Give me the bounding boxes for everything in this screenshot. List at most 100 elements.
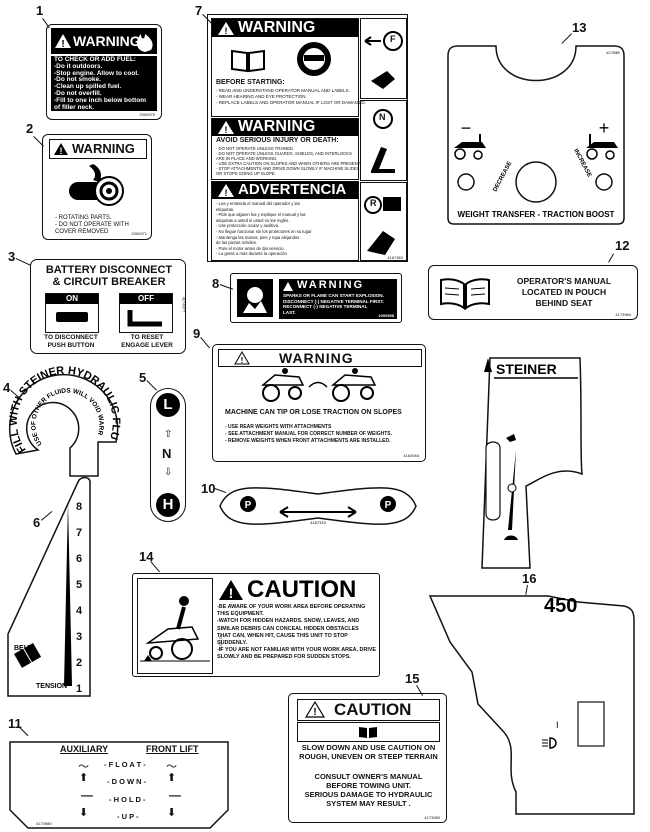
on-label: ON bbox=[46, 294, 98, 304]
text-line: - No llegue funcionar sin los protectore… bbox=[216, 228, 312, 234]
svg-text:!: ! bbox=[61, 39, 64, 50]
pto-left-label: P bbox=[245, 500, 252, 511]
warning-triangle-icon: ! bbox=[55, 34, 71, 50]
double-arrow-icon bbox=[279, 506, 357, 518]
rabbit-icon bbox=[506, 434, 516, 442]
callout-9: 9 bbox=[193, 326, 201, 341]
scale-tick-6: 6 bbox=[76, 553, 82, 565]
warning-triangle-icon: ! bbox=[54, 143, 68, 156]
part-number: 4167363 bbox=[387, 255, 403, 260]
text-line: -WATCH FOR HIDDEN HAZARDS. SNOW, LEAVES,… bbox=[217, 618, 360, 625]
caution-header: ! CAUTION bbox=[215, 576, 375, 603]
switch-window bbox=[577, 701, 605, 747]
towing-text: CONSULT OWNER'S MANUAL BEFORE TOWING UNI… bbox=[289, 772, 448, 808]
warning-header: ! WARNING bbox=[218, 349, 422, 367]
part-number: 2000598 bbox=[378, 313, 394, 318]
float-right-icon: 〜 bbox=[166, 761, 177, 773]
mower-weight-icon-right bbox=[586, 134, 618, 160]
down-right-arrow-icon: ⬆ bbox=[167, 772, 177, 784]
reset-text: TO RESET ENGAGE LEVER bbox=[111, 334, 183, 350]
text-line: -BE AWARE OF YOUR WORK AREA BEFORE OPERA… bbox=[217, 604, 366, 610]
tension-label: TENSION bbox=[36, 683, 67, 690]
caution-hazard-text: -BE AWARE OF YOUR WORK AREA BEFORE OPERA… bbox=[217, 604, 376, 662]
part-number: 2000971 bbox=[131, 231, 147, 236]
text-line: - USE EXTRA CAUTION ON SLOPES AND WHEN O… bbox=[216, 161, 361, 166]
part-number: 4174377 bbox=[181, 296, 187, 313]
neutral-pictogram: N bbox=[360, 100, 407, 181]
text-line: TO RESET bbox=[130, 334, 164, 341]
low-range-badge: L bbox=[156, 393, 180, 417]
forward-pictogram: F bbox=[360, 18, 407, 99]
warning-title: ADVERTENCIA bbox=[238, 181, 347, 198]
text-line: THAT CAN, WHEN HIT, CAUSE THIS UNIT TO S… bbox=[217, 632, 348, 639]
text-line: - Pare el motor antes de dar servicio. bbox=[216, 245, 285, 251]
text-line: - USE REAR WEIGHTS WITH ATTACHMENTS bbox=[225, 424, 332, 430]
text-line: BEHIND SEAT bbox=[535, 298, 593, 308]
warning-triangle-icon: ! bbox=[218, 22, 234, 36]
text-line: OR STOPS GOING UP SLOPE. bbox=[216, 171, 276, 176]
warning-header: ! WARNING bbox=[212, 118, 358, 136]
hold-right-icon: — bbox=[169, 788, 181, 802]
warning-triangle-icon: ! bbox=[304, 700, 326, 718]
reverse-pictogram: R bbox=[360, 182, 407, 261]
scale-tick-1: 1 bbox=[76, 683, 82, 695]
warning-triangle-icon: ! bbox=[234, 351, 250, 365]
callout-1: 1 bbox=[36, 3, 44, 18]
callout-11: 11 bbox=[8, 716, 22, 731]
callout-8: 8 bbox=[212, 276, 220, 291]
scale-tick-5: 5 bbox=[76, 579, 82, 591]
hold-label: - H O L D - bbox=[109, 795, 146, 804]
text-line: etiquetas. bbox=[216, 206, 235, 212]
advertencia-section: ! ADVERTENCIA - Lea y entienda el manual… bbox=[211, 181, 359, 261]
fuel-line: -Do not overfill. bbox=[54, 89, 102, 97]
title-line: BATTERY DISCONNECT bbox=[45, 264, 173, 276]
forward-lever-icon bbox=[364, 31, 403, 89]
advertencia-list: - Lea y entienda el manual del operador … bbox=[216, 201, 312, 257]
mower-weight-icon-left bbox=[454, 134, 486, 160]
decal-manual-location: OPERATOR'S MANUAL LOCATED IN POUCH BEHIN… bbox=[428, 265, 638, 320]
headlight-icon bbox=[542, 737, 557, 749]
scale-tick-3: 3 bbox=[76, 631, 82, 643]
callout-10: 10 bbox=[201, 481, 216, 496]
text-line: - DO NOT OPERATE UNLESS GUARDS, SHIELDS,… bbox=[216, 151, 352, 156]
text-line: - REMOVE WEIGHTS WHEN FRONT ATTACHMENTS … bbox=[225, 438, 391, 444]
decal-safety-warning: ! WARNING BEFORE STARTING: - READ AND UN… bbox=[207, 14, 408, 262]
throttle-slot bbox=[485, 441, 501, 521]
text-line: SPARKS OR FLAME CAN START EXPLOSION. bbox=[283, 293, 384, 298]
warning-title: WARNING bbox=[72, 141, 135, 156]
warning-header: ! ADVERTENCIA bbox=[212, 181, 358, 199]
up-right-arrow-icon: ⬇ bbox=[167, 807, 177, 819]
text-line: - Use protección ocular y auditiva. bbox=[216, 223, 280, 229]
before-starting-heading: BEFORE STARTING: bbox=[216, 79, 285, 86]
brand-logo: STEINER bbox=[496, 361, 557, 377]
callout-14: 14 bbox=[139, 549, 154, 564]
weight-transfer-title: WEIGHT TRANSFER - TRACTION BOOST bbox=[458, 210, 615, 219]
decal-lift-controls bbox=[9, 741, 229, 829]
decal-caution-hazards: ! CAUTION -BE AWARE OF YOUR WORK AREA BE… bbox=[132, 573, 380, 677]
push-button-icon bbox=[56, 312, 88, 322]
text-line: RECONNECT (-) NEGATIVE TERMINAL bbox=[283, 304, 368, 310]
warning-triangle-icon: ! bbox=[218, 184, 234, 198]
text-line: THIS EQUIPMENT. bbox=[217, 611, 264, 618]
tipping-mower-icon bbox=[260, 368, 377, 402]
arrow-down-icon: ⇩ bbox=[164, 467, 173, 478]
manual-book-icon bbox=[14, 643, 42, 668]
leader-line bbox=[146, 380, 157, 391]
part-number: 4167319 bbox=[310, 520, 326, 525]
scale-tick-7: 7 bbox=[76, 527, 82, 539]
callout-2: 2 bbox=[26, 121, 34, 136]
warning-title: WARNING bbox=[73, 33, 141, 49]
on-mark: I bbox=[556, 720, 559, 730]
decal-battery-disconnect: BATTERY DISCONNECT & CIRCUIT BREAKER ON … bbox=[30, 259, 186, 354]
ear-eye-protection-icon bbox=[297, 42, 331, 76]
part-number: 4173080 bbox=[424, 815, 440, 820]
text-line: - Pide que alguien lea y explique el man… bbox=[216, 212, 306, 218]
leader-line bbox=[200, 337, 210, 349]
hazard-pictogram bbox=[137, 578, 213, 674]
text-line: - Lea y entienda el manual del operador … bbox=[216, 201, 300, 206]
callout-7: 7 bbox=[195, 3, 203, 18]
svg-text:!: ! bbox=[313, 707, 316, 718]
text-line: SYSTEM MAY RESULT . bbox=[326, 799, 411, 808]
callout-5: 5 bbox=[139, 370, 147, 385]
svg-text:!: ! bbox=[241, 356, 244, 365]
